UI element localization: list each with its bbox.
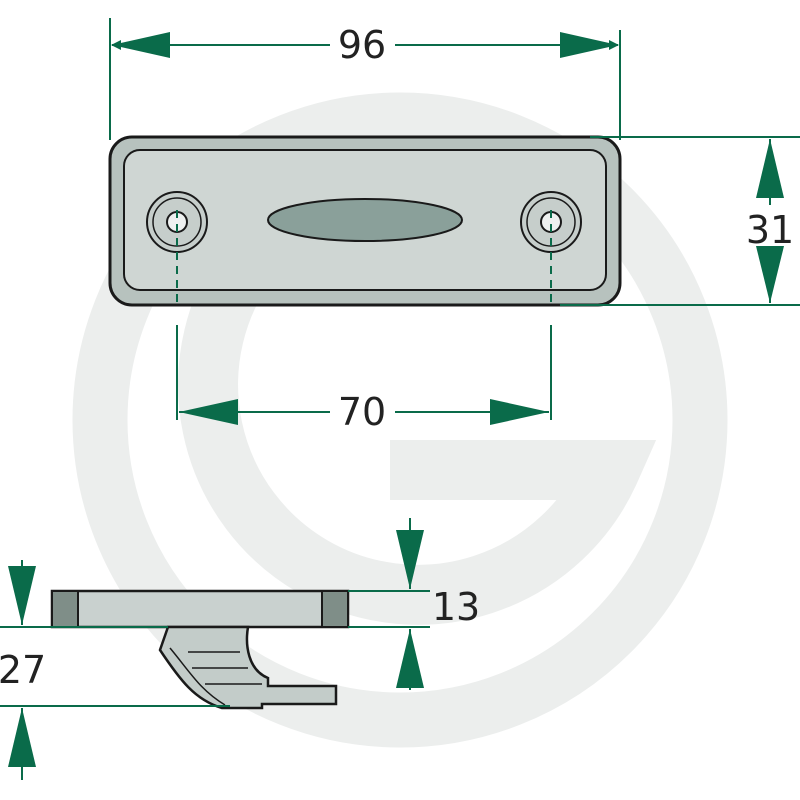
plate-thickness-label: 13 (432, 585, 480, 629)
side-view-bracket (50, 589, 350, 710)
hole-spacing-label: 70 (338, 390, 386, 434)
total-depth-label: 27 (0, 648, 46, 692)
dimension-total-depth: 27 (0, 560, 230, 780)
dimension-height: 31 (560, 136, 800, 306)
center-slot (267, 198, 463, 242)
height-label: 31 (746, 208, 794, 252)
dimension-hole-spacing: 70 (176, 325, 552, 434)
dimension-overall-length: 96 (109, 18, 621, 140)
top-view-plate (108, 135, 622, 307)
dimension-plate-thickness: 13 (348, 518, 480, 690)
overall-length-label: 96 (338, 23, 386, 67)
